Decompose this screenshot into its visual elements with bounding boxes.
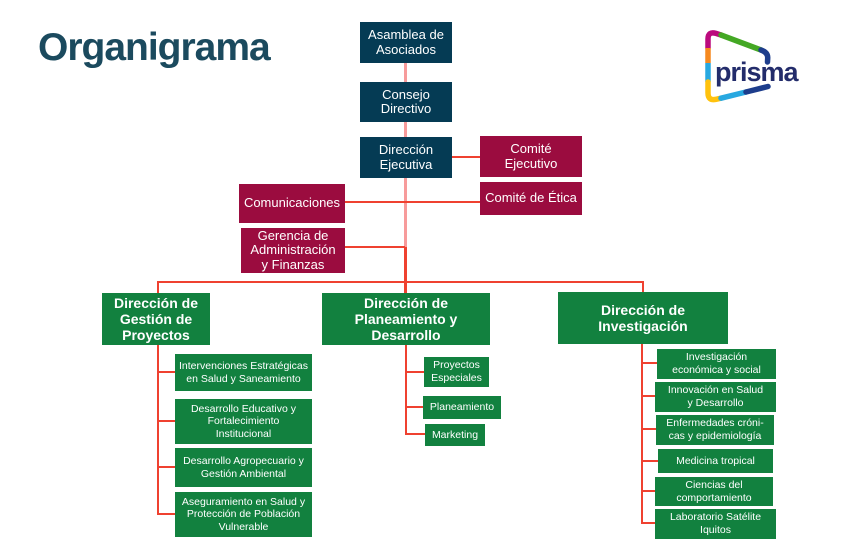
connector-comunicaciones-etica <box>345 201 480 203</box>
page-title: Organigrama <box>38 26 271 69</box>
node-direccion-planeamiento-desarrollo: Dirección de Planeamiento y Desarrollo <box>322 293 490 345</box>
connector-trunk-upper <box>404 178 407 248</box>
node-marketing: Marketing <box>425 424 485 446</box>
node-innovacion-salud-desarrollo: Innovación en Salud y Desarrollo <box>655 382 776 412</box>
connector-left-trunk <box>157 345 159 515</box>
connector-mid-stub-1 <box>405 371 424 373</box>
connector-asamblea-consejo <box>404 63 407 83</box>
node-aseguramiento-salud: Aseguramiento en Salud y Protección de P… <box>175 492 312 537</box>
node-gerencia-administracion-finanzas: Gerencia de Administración y Finanzas <box>241 228 345 273</box>
connector-right-stub-4 <box>641 460 658 462</box>
node-ciencias-comportamiento: Ciencias del comportamiento <box>655 477 773 506</box>
node-proyectos-especiales: Proyectos Especiales <box>424 357 489 387</box>
connector-left-stub-2 <box>157 420 175 422</box>
connector-right-stub-5 <box>641 490 655 492</box>
node-comite-ejecutivo: Comité Ejecutivo <box>480 136 582 177</box>
connector-right-stub-1 <box>641 362 657 364</box>
connector-left-stub-1 <box>157 371 175 373</box>
node-intervenciones-estrategicas: Intervenciones Estratégicas en Salud y S… <box>175 354 312 391</box>
node-desarrollo-educativo: Desarrollo Educativo y Fortalecimiento I… <box>175 399 312 444</box>
node-comunicaciones: Comunicaciones <box>239 184 345 223</box>
node-comite-de-etica: Comité de Ética <box>480 182 582 215</box>
connector-consejo-direccion <box>404 122 407 137</box>
connector-right-stub-6 <box>641 522 655 524</box>
connector-gerencia <box>345 246 405 248</box>
node-investigacion-economica-social: Investigación económica y social <box>657 349 776 379</box>
connector-drop-right <box>642 283 644 293</box>
node-direccion-gestion-proyectos: Dirección de Gestión de Proyectos <box>102 293 210 345</box>
node-direccion-ejecutiva: Dirección Ejecutiva <box>360 137 452 178</box>
connector-branch-horizontal <box>157 281 644 283</box>
prisma-wordmark: prisma <box>715 57 799 87</box>
node-medicina-tropical: Medicina tropical <box>658 449 773 473</box>
node-laboratorio-satelite-iquitos: Laboratorio Satélite Iquitos <box>655 509 776 539</box>
node-planeamiento: Planeamiento <box>423 396 501 419</box>
node-desarrollo-agropecuario: Desarrollo Agropecuario y Gestión Ambien… <box>175 448 312 487</box>
connector-drop-left <box>157 283 159 294</box>
connector-left-stub-4 <box>157 513 175 515</box>
prisma-logo-mark <box>705 30 771 103</box>
connector-comite-ejecutivo <box>452 156 480 158</box>
connector-mid-stub-2 <box>405 406 423 408</box>
node-consejo-directivo: Consejo Directivo <box>360 82 452 122</box>
connector-trunk-lower <box>404 247 407 293</box>
connector-right-stub-3 <box>641 428 656 430</box>
connector-mid-stub-3 <box>405 433 425 435</box>
connector-right-stub-2 <box>641 395 655 397</box>
connector-right-trunk <box>641 344 643 524</box>
node-asamblea-de-asociados: Asamblea de Asociados <box>360 22 452 63</box>
node-enfermedades-cronicas: Enfermedades cróni- cas y epidemiología <box>656 415 774 445</box>
node-direccion-investigacion: Dirección de Investigación <box>558 292 728 344</box>
prisma-logo: prisma <box>698 24 828 110</box>
connector-left-stub-3 <box>157 466 175 468</box>
connector-mid-trunk <box>405 345 407 434</box>
